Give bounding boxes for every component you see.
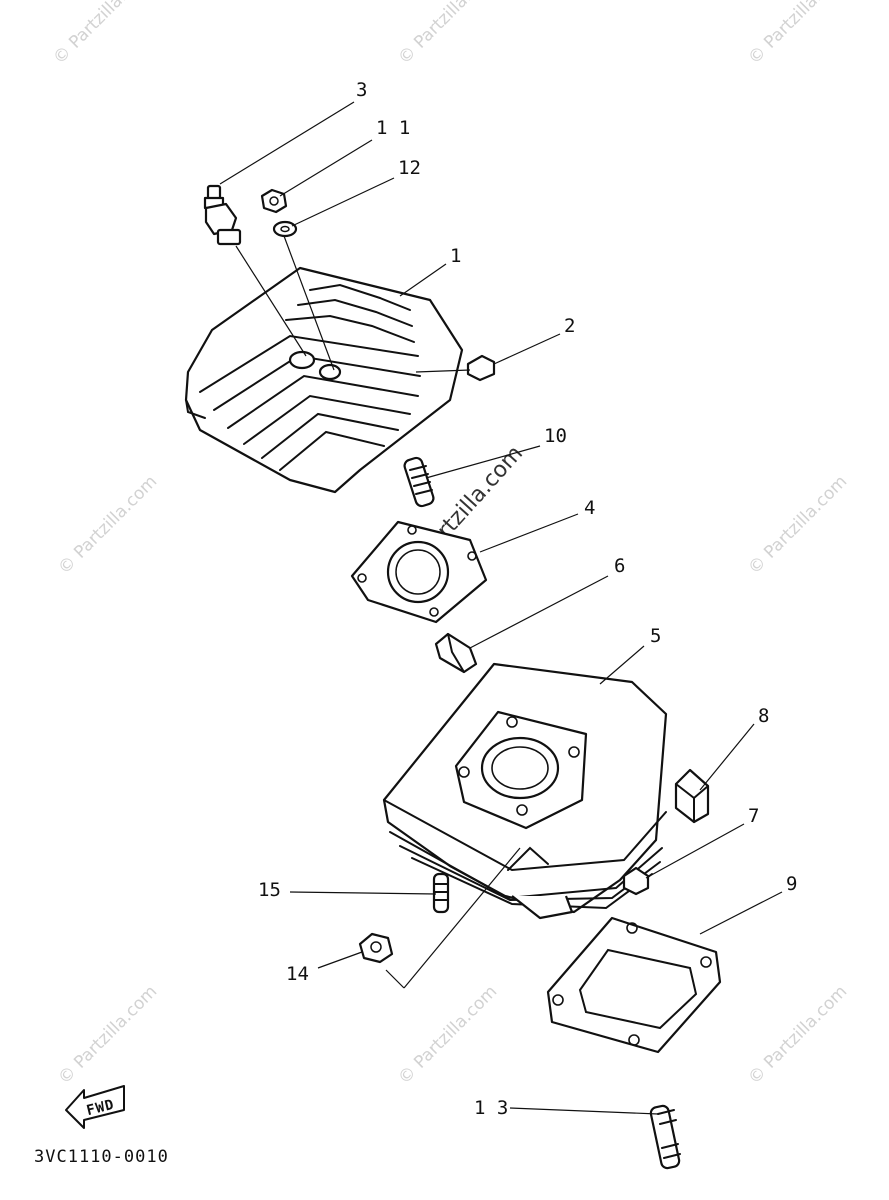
callout-6[interactable]: 6 [614,555,625,577]
watermark-text: © Partzilla.com [744,0,851,69]
base-gasket-part-9[interactable] [546,916,722,1054]
head-gasket-part-4[interactable] [350,520,488,624]
watermark-text: © Partzilla.com [744,472,851,579]
callout-labels: 3 1 1 12 1 2 10 4 6 5 8 7 9 15 14 1 3 [258,79,797,1119]
plug-part-7[interactable] [622,866,650,896]
watermark-text: © Partzilla.com [394,982,501,1089]
callout-14[interactable]: 14 [286,963,309,985]
watermark-text: © Partzilla.com [54,982,161,1089]
stud-bolt-part-10[interactable] [403,456,435,508]
nut-part-14[interactable] [358,932,394,964]
callout-15[interactable]: 15 [258,879,281,901]
callout-4[interactable]: 4 [584,497,595,519]
callout-11[interactable]: 1 1 [376,117,410,139]
leader-lines [219,101,783,1115]
plug-part-6[interactable] [434,632,478,674]
watermark-text: © Partzilla.com [54,472,161,579]
nut-part-11[interactable] [260,188,288,214]
cylinder-part-5[interactable] [382,662,668,920]
stud-bolt-part-15[interactable] [432,872,450,914]
watermark-text: © Partzilla.com [744,982,851,1089]
watermark-text: © Partzilla.com [394,0,501,69]
cylinder-head-part-1[interactable] [184,266,464,494]
callout-3[interactable]: 3 [356,79,367,101]
callout-10[interactable]: 10 [544,425,567,447]
spark-plug-part-3[interactable] [203,184,242,246]
stud-bolt-part-13[interactable] [649,1104,681,1170]
callout-13[interactable]: 1 3 [474,1097,508,1119]
plug-cap-part-2[interactable] [466,354,496,382]
damper-part-8[interactable] [674,768,710,824]
diagram-code: 3VC1110-0010 [34,1147,169,1167]
callout-9[interactable]: 9 [786,873,797,895]
callout-7[interactable]: 7 [748,805,759,827]
callout-8[interactable]: 8 [758,705,769,727]
callout-5[interactable]: 5 [650,625,661,647]
callout-2[interactable]: 2 [564,315,575,337]
washer-part-12[interactable] [272,220,298,238]
forward-direction-arrow-icon: FWD [65,1085,125,1129]
callout-12[interactable]: 12 [398,157,421,179]
callout-1[interactable]: 1 [450,245,461,267]
watermark-text: © Partzilla.com [49,0,156,69]
fwd-label: FWD [85,1097,116,1119]
